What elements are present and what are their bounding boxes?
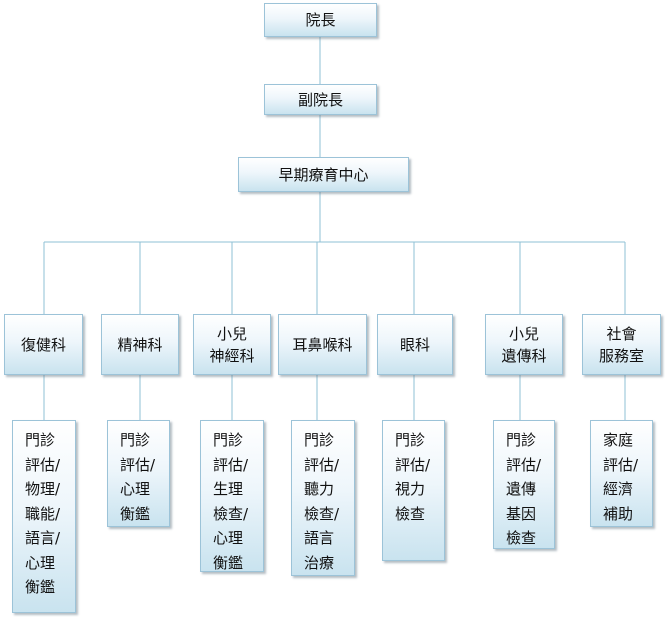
service-item: 基因: [506, 504, 537, 523]
service-item: 物理/: [25, 480, 61, 498]
dept-label: 耳鼻喉科: [292, 335, 353, 354]
service-item: 門診: [395, 431, 426, 449]
service-item: 評估/: [25, 455, 61, 474]
dept-social-services-box: 社會 服務室: [582, 314, 661, 375]
service-item: 心理: [213, 529, 244, 547]
service-item: 衡鑑: [213, 553, 244, 572]
service-item: 檢查/: [304, 504, 340, 523]
early-intervention-center-box: 早期療育中心: [238, 157, 409, 192]
service-item: 聽力: [304, 480, 335, 498]
services-social-services-box: 家庭 評估/ 經濟 補助: [590, 420, 653, 527]
service-item: 語言: [304, 529, 335, 547]
service-item: 門診: [25, 431, 56, 449]
service-item: 衡鑑: [120, 504, 151, 523]
dept-label: 服務室: [598, 346, 644, 365]
service-item: 治療: [304, 553, 335, 572]
director-box: 院長: [264, 3, 377, 37]
service-item: 檢查: [395, 504, 426, 523]
service-item: 遺傳: [506, 480, 537, 498]
dept-label: 神經科: [209, 346, 255, 365]
services-pediatric-neurology-box: 門診 評估/ 生理 檢查/ 心理 衡鑑: [200, 420, 264, 572]
deputy-director-box: 副院長: [264, 84, 377, 115]
services-pediatric-genetics-box: 門診 評估/ 遺傳 基因 檢查: [493, 420, 555, 549]
service-item: 生理: [213, 480, 244, 498]
early-intervention-center-label: 早期療育中心: [278, 165, 369, 184]
service-item: 評估/: [506, 455, 542, 474]
service-item: 職能/: [25, 504, 61, 523]
service-item: 門診: [213, 431, 244, 449]
dept-label: 復健科: [20, 335, 66, 354]
service-item: 門診: [120, 431, 151, 449]
dept-label: 小兒: [508, 324, 539, 343]
services-rehabilitation-box: 門診 評估/ 物理/ 職能/ 語言/ 心理 衡鑑: [12, 420, 76, 613]
deputy-director-label: 副院長: [297, 90, 343, 109]
service-item: 評估/: [395, 455, 431, 474]
services-ent-box: 門診 評估/ 聽力 檢查/ 語言 治療: [291, 420, 355, 576]
service-item: 評估/: [213, 455, 249, 474]
service-item: 心理: [25, 553, 56, 572]
dept-psychiatry-box: 精神科: [101, 314, 179, 375]
dept-pediatric-genetics-box: 小兒 遺傳科: [485, 314, 563, 375]
service-item: 門診: [304, 431, 335, 449]
director-label: 院長: [305, 11, 336, 29]
services-psychiatry-box: 門診 評估/ 心理 衡鑑: [107, 420, 170, 527]
dept-label: 小兒: [216, 324, 247, 343]
service-item: 評估/: [603, 455, 639, 474]
dept-ophthalmology-box: 眼科: [377, 314, 453, 375]
service-item: 評估/: [304, 455, 340, 474]
service-item: 語言/: [25, 529, 61, 547]
dept-ent-box: 耳鼻喉科: [278, 314, 367, 375]
service-item: 檢查: [506, 529, 537, 547]
service-item: 檢查/: [213, 504, 249, 523]
service-item: 門診: [506, 431, 537, 449]
dept-label: 社會: [606, 324, 637, 343]
service-item: 心理: [120, 480, 151, 498]
dept-label: 遺傳科: [501, 346, 547, 365]
dept-label: 眼科: [399, 335, 430, 354]
service-item: 衡鑑: [25, 578, 56, 596]
service-item: 經濟: [603, 480, 634, 498]
dept-label: 精神科: [117, 335, 163, 354]
service-item: 視力: [395, 480, 426, 498]
service-item: 補助: [603, 504, 634, 523]
services-ophthalmology-box: 門診 評估/ 視力 檢查: [382, 420, 445, 561]
service-item: 評估/: [120, 455, 156, 474]
service-item: 家庭: [603, 431, 634, 449]
dept-pediatric-neurology-box: 小兒 神經科: [193, 314, 271, 375]
dept-rehabilitation-box: 復健科: [4, 314, 83, 375]
